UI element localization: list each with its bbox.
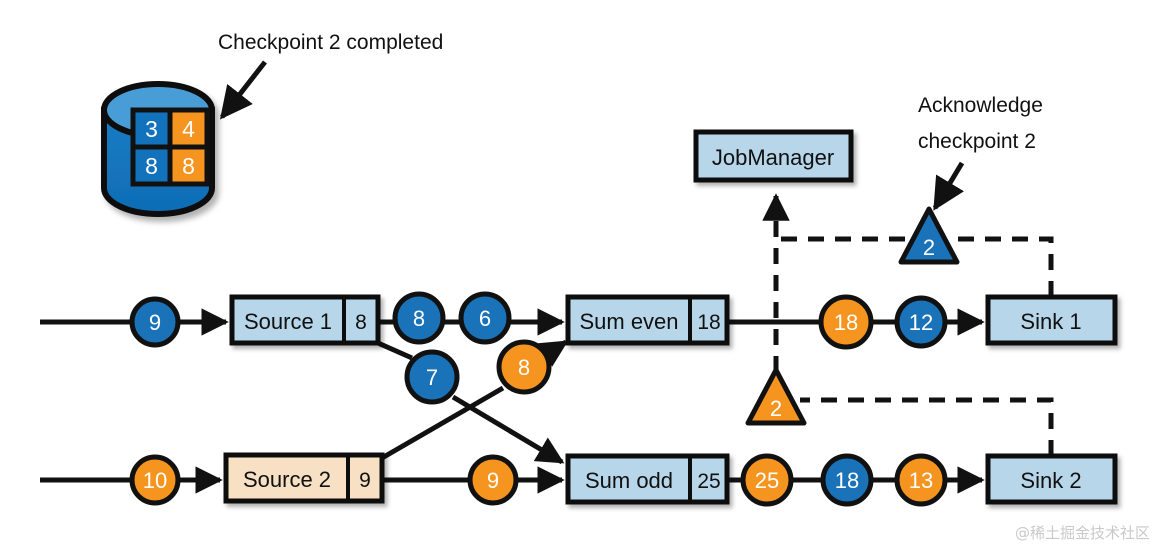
barrier-orange-value: 2	[770, 396, 782, 421]
barrier-blue-triangle	[898, 206, 960, 265]
record-in-top: 9	[129, 296, 181, 348]
sum-odd-state: 25	[697, 470, 720, 493]
operator-sum-even[interactable]	[565, 294, 730, 346]
record-even-out-b-value: 12	[909, 310, 933, 335]
operator-sink-2[interactable]	[985, 453, 1118, 505]
record-s1-odd: 7	[404, 349, 460, 405]
storage-cell-3-value: 8	[182, 153, 195, 179]
sum-odd-box[interactable]	[565, 453, 730, 505]
sum-even-label: Sum even	[579, 309, 678, 334]
storage-cell-1-value: 4	[182, 116, 195, 142]
record-in-bottom-value: 10	[143, 468, 167, 493]
barrier-blue-value: 2	[923, 235, 935, 260]
ack-line-sink2	[800, 397, 1054, 456]
record-s2-even: 8	[496, 339, 552, 395]
job-manager[interactable]	[693, 129, 854, 183]
annotation-checkpoint-arrow	[219, 60, 267, 120]
job-manager-label: JobManager	[712, 145, 834, 170]
sink-2-label: Sink 2	[1020, 468, 1081, 493]
edge-source1-to-odd-a	[376, 340, 414, 361]
barrier-blue: 2	[898, 206, 960, 265]
sink-2-box[interactable]	[985, 453, 1118, 505]
source-1-label: Source 1	[244, 309, 332, 334]
record-s1-even-a: 8	[392, 291, 446, 345]
record-odd-out-c-value: 13	[909, 468, 933, 493]
record-in-bottom: 10	[129, 454, 181, 506]
record-odd-out-a: 25	[740, 453, 794, 507]
record-even-out-a: 18	[818, 294, 874, 350]
source-1-box[interactable]	[229, 294, 381, 346]
annotation-checkpoint-completed: Checkpoint 2 completed	[218, 31, 443, 54]
storage-grid: 3 4 8 8	[130, 107, 210, 187]
source-2-box[interactable]	[223, 452, 385, 504]
operator-source-2[interactable]	[223, 452, 385, 504]
source-2-state: 9	[359, 469, 371, 492]
annotation-acknowledge-line1: Acknowledge	[918, 94, 1043, 117]
record-s2-odd: 9	[467, 454, 519, 506]
storage-cell-0-value: 3	[145, 116, 158, 142]
record-s1-even-a-value: 8	[413, 306, 425, 331]
watermark: @稀土掘金技术社区	[1015, 524, 1150, 542]
barrier-orange: 2	[745, 367, 807, 426]
storage-cell-1	[167, 107, 210, 150]
source-2-label: Source 2	[243, 467, 331, 492]
edge-source2-to-sumeven	[537, 339, 569, 367]
record-in-top-value: 9	[149, 310, 161, 335]
storage-cell-3	[167, 144, 210, 187]
operator-sink-1[interactable]	[985, 294, 1118, 346]
annotation-acknowledge-arrow	[932, 161, 965, 211]
record-s1-even-b-value: 6	[479, 306, 491, 331]
sink-1-box[interactable]	[985, 294, 1118, 346]
sum-even-box[interactable]	[565, 294, 730, 346]
record-s2-odd-value: 9	[487, 468, 499, 493]
storage-cell-2-value: 8	[145, 153, 158, 179]
job-manager-box[interactable]	[693, 129, 854, 183]
source-1-state: 8	[355, 311, 367, 334]
record-even-out-a-value: 18	[834, 310, 858, 335]
record-s2-even-value: 8	[518, 355, 530, 380]
record-odd-out-a-value: 25	[755, 468, 779, 493]
sum-odd-label: Sum odd	[585, 468, 673, 493]
record-odd-out-b-value: 18	[835, 468, 859, 493]
storage-cell-2	[130, 144, 173, 187]
sum-even-state: 18	[697, 311, 720, 334]
record-odd-out-c: 13	[894, 453, 948, 507]
record-s1-odd-value: 7	[426, 365, 438, 390]
barrier-orange-triangle	[745, 367, 807, 426]
record-s1-even-b: 6	[458, 291, 512, 345]
sink-1-label: Sink 1	[1020, 309, 1081, 334]
record-odd-out-b: 18	[820, 453, 874, 507]
operator-sum-odd[interactable]	[565, 453, 730, 505]
record-even-out-b: 12	[894, 295, 948, 349]
annotation-acknowledge-line2: checkpoint 2	[918, 130, 1036, 153]
ack-line-sink1	[952, 236, 1054, 297]
edge-source2-to-even-a	[380, 385, 505, 461]
operator-source-1[interactable]	[229, 294, 381, 346]
